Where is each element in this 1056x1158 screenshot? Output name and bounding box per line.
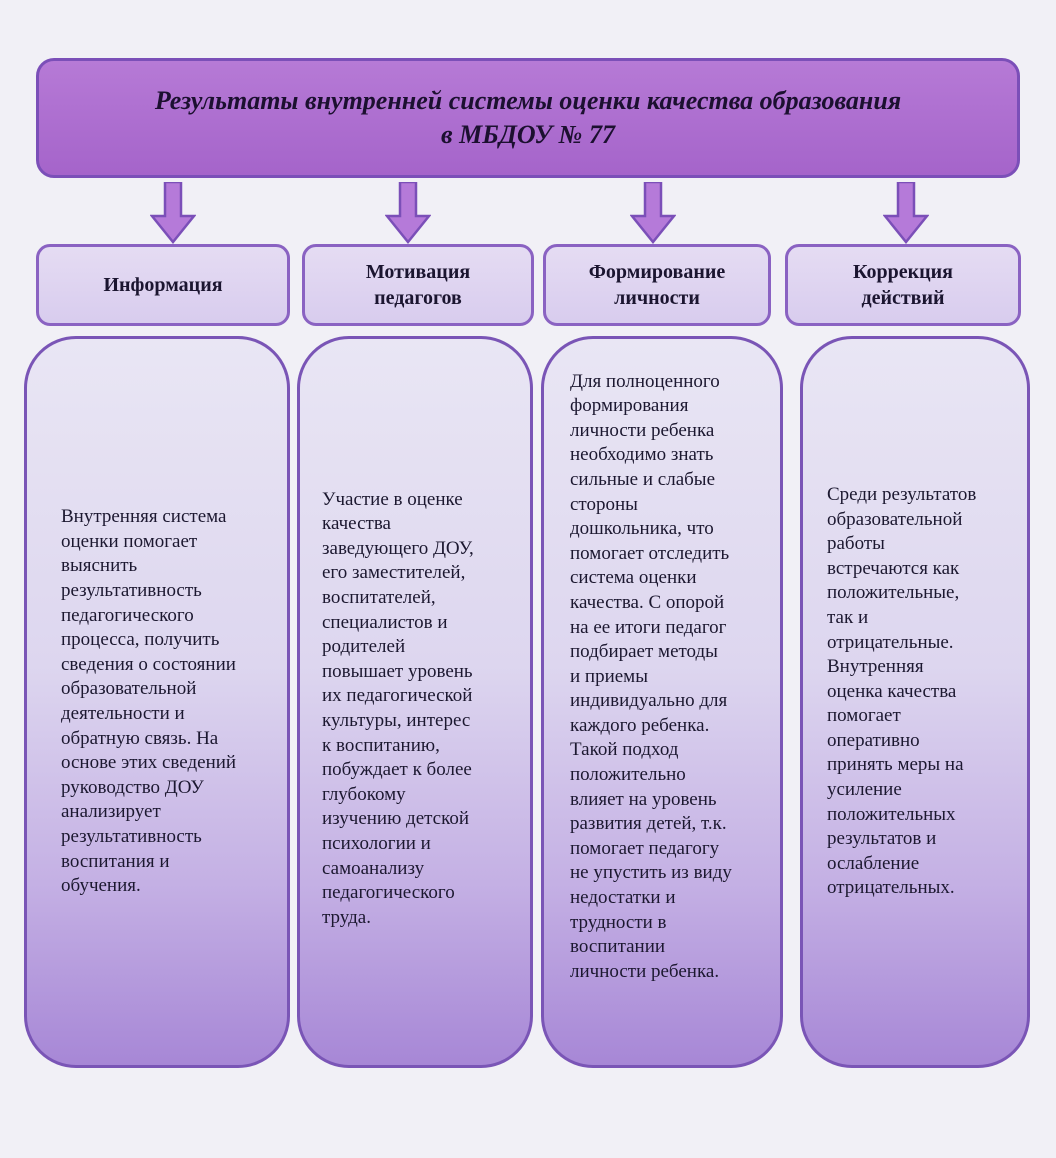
panel-text: Участие в оценке качества заведующего ДО… [322, 488, 474, 928]
panel-text: Для полноценного формирования личности р… [570, 370, 732, 982]
header-personality: Формирование личности [543, 244, 771, 326]
arrow-down-icon [883, 182, 929, 244]
header-label: Коррекция действий [852, 261, 954, 309]
header-information: Информация [36, 244, 290, 326]
panel-text: Среди результатов образовательной работы… [827, 483, 977, 899]
panel-motivation: Участие в оценке качества заведующего ДО… [297, 336, 533, 1068]
header-label: Мотивация педагогов [365, 261, 471, 309]
panel-text: Внутренняя система оценки помогает выясн… [61, 506, 237, 897]
panel-personality: Для полноценного формирования личности р… [541, 336, 783, 1068]
header-label: Формирование личности [588, 261, 726, 309]
title-box: Результаты внутренней системы оценки кач… [36, 58, 1020, 178]
arrow-down-icon [385, 182, 431, 244]
header-label: Информация [103, 274, 223, 296]
header-correction: Коррекция действий [785, 244, 1021, 326]
title-line-2: в МБДОУ № 77 [441, 120, 615, 149]
panel-correction: Среди результатов образовательной работы… [800, 336, 1030, 1068]
panel-information: Внутренняя система оценки помогает выясн… [24, 336, 290, 1068]
arrow-down-icon [150, 182, 196, 244]
title-line-1: Результаты внутренней системы оценки кач… [154, 86, 902, 115]
arrow-down-icon [630, 182, 676, 244]
header-motivation: Мотивация педагогов [302, 244, 534, 326]
